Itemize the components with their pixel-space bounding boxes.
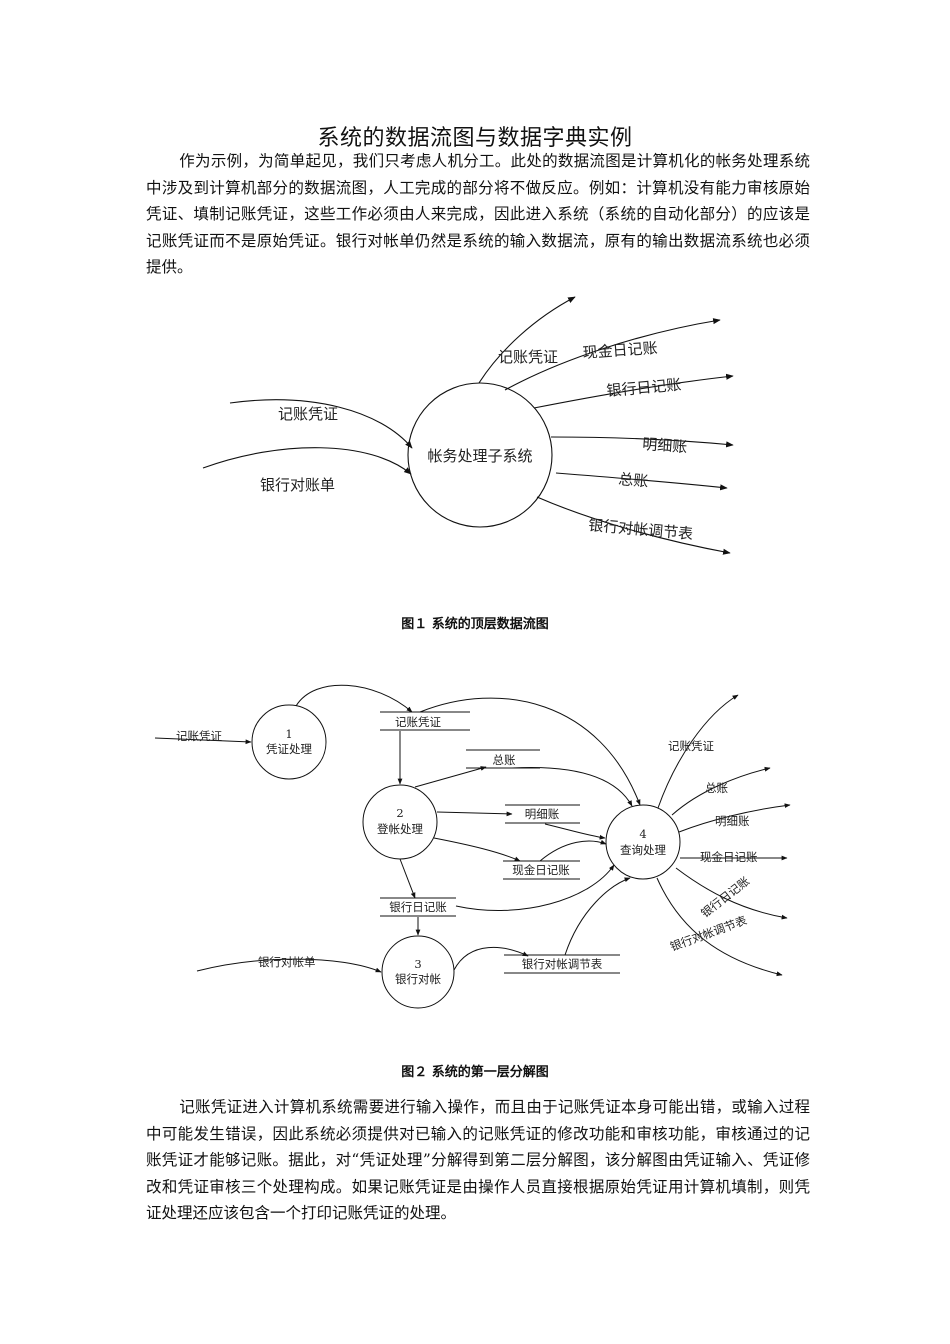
figure2-flow-p2-store3: [436, 811, 513, 817]
figure2-caption: 图２ 系统的第一层分解图: [401, 1065, 549, 1080]
figure1-output-label-4: 明细账: [642, 435, 688, 456]
figure2-process-2-num: 2: [396, 806, 403, 820]
figure2-output-label-5: 银行日记账: [698, 874, 752, 921]
figure2-flow-store3-p4: [544, 823, 606, 840]
figure1-output-flow-6: [536, 496, 731, 555]
figure1-output-label-5: 总账: [618, 470, 649, 491]
figure2-process-3-name: 银行对帐: [395, 972, 441, 986]
figure1-input-label-1: 记账凭证: [278, 405, 338, 423]
figure2-process-4: [605, 804, 681, 880]
figure2-flow-store2-p4: [511, 767, 633, 807]
figure2-process-3: [381, 935, 455, 1009]
figure2-store-4: 现金日记账: [503, 860, 580, 880]
figure2-flow-store6-p4: [564, 877, 631, 956]
figure2-flow-store4-p4: [539, 839, 607, 862]
figure1-output-flow-1: [478, 296, 576, 384]
figure2-store-6: 银行对帐调节表: [504, 954, 620, 974]
figure1-output-flow-4: [550, 436, 734, 448]
figure2-store-4-label: 现金日记账: [512, 863, 570, 877]
figure2-process-1: [251, 704, 327, 780]
figure2-process-1-num: 1: [285, 727, 292, 741]
figure1-output-flow-2: [504, 318, 721, 391]
figure2-process-2-name: 登帐处理: [377, 822, 423, 836]
figure2-output-flow-2: [671, 766, 771, 816]
figure1-input-flow-2: [202, 447, 412, 475]
figure2-store-2-label: 总账: [493, 753, 516, 767]
figure2-output-flow-6: [656, 877, 783, 977]
document-title: 系统的数据流图与数据字典实例: [317, 126, 633, 151]
figure2-store-5: 银行日记账: [380, 897, 456, 917]
figure1-process-label: 帐务处理子系统: [427, 447, 532, 465]
figure2-store-3: 明细账: [505, 804, 580, 824]
figure2-output-label-2: 总账: [705, 781, 728, 795]
figure2-input-flow-1: [154, 737, 252, 745]
figure2-output-label-3: 明细账: [715, 814, 750, 828]
figure1-output-flow-5: [555, 472, 728, 491]
figure1-caption: 图１ 系统的顶层数据流图: [401, 617, 549, 632]
figure2-flow-p2-store5: [399, 858, 416, 899]
figure2-output-flow-5: [675, 867, 788, 920]
figure1-output-label-2: 现金日记账: [582, 339, 658, 362]
figure2-process-1-name: 凭证处理: [266, 742, 312, 756]
figure2-flow-p1-store1: [295, 684, 413, 713]
figure1-input-label-2: 银行对账单: [260, 476, 335, 494]
figure2-store-3-label: 明细账: [525, 807, 560, 821]
figure1-output-label-1: 记账凭证: [498, 348, 558, 366]
intro-paragraph: 作为示例，为简单起见，我们只考虑人机分工。此处的数据流图是计算机化的帐务处理系统…: [146, 148, 810, 281]
figure1-output-flow-3: [533, 373, 734, 409]
figure2-flow-p2-store2: [414, 766, 487, 788]
figure2-process-4-name: 查询处理: [620, 843, 666, 857]
figure2-flow-store1-p4: [419, 697, 641, 806]
figure2-output-label-1: 记账凭证: [668, 739, 714, 753]
figure2-output-flow-1: [657, 694, 739, 809]
body-paragraph: 记账凭证进入计算机系统需要进行输入操作，而且由于记账凭证本身可能出错，或输入过程…: [146, 1094, 810, 1227]
figure2-store-1: 记账凭证: [380, 711, 470, 731]
figure2-store-6-label: 银行对帐调节表: [522, 957, 603, 971]
figure2-input-label-1: 记账凭证: [176, 729, 222, 743]
figure1-process-circle: [407, 382, 553, 528]
figure2-process-3-num: 3: [414, 957, 421, 971]
figure2-store-1-label: 记账凭证: [395, 715, 441, 729]
figure2-flow-p2-store4: [433, 837, 521, 862]
body-paragraph-text: 记账凭证进入计算机系统需要进行输入操作，而且由于记账凭证本身可能出错，或输入过程…: [146, 1098, 810, 1222]
figure2-flow-p3-store6: [453, 947, 529, 971]
intro-paragraph-text: 作为示例，为简单起见，我们只考虑人机分工。此处的数据流图是计算机化的帐务处理系统…: [146, 152, 810, 276]
figure2-store-5-label: 银行日记账: [389, 900, 447, 914]
figure2-input-flow-2: [196, 958, 382, 973]
figure2-output-label-6: 银行对帐调节表: [668, 913, 749, 954]
figure2-output-label-4: 现金日记账: [700, 850, 758, 864]
figure2-output-flow-3: [678, 803, 791, 833]
figure2-input-label-2: 银行对帐单: [258, 955, 316, 969]
figure1-input-flow-1: [229, 399, 413, 449]
figure2-store-2: 总账: [466, 749, 540, 769]
figure2-flow-store5-p4: [455, 864, 615, 912]
figure2-process-4-num: 4: [639, 827, 646, 841]
